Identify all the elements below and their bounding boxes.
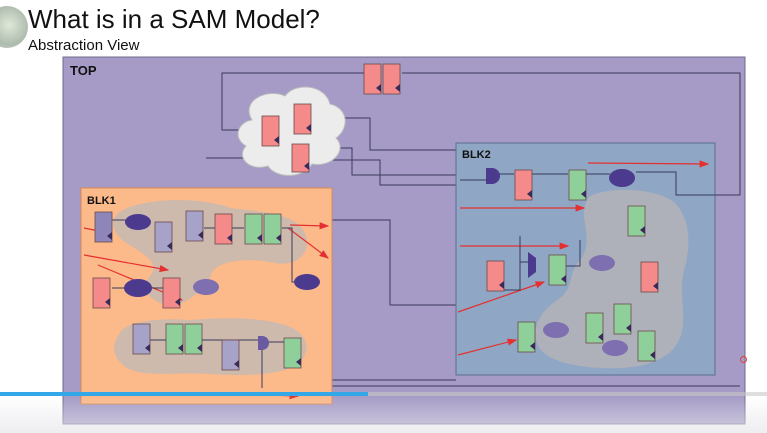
top-cloud <box>237 86 346 176</box>
seek-bar-track[interactable] <box>0 392 767 396</box>
mux-blk2 <box>528 252 536 278</box>
ff-blk1-4 <box>214 213 233 245</box>
cursor-marker <box>740 356 747 363</box>
ff-blk1-13 <box>283 337 302 369</box>
and-gate-blk2 <box>486 168 500 184</box>
ff-blk1-9 <box>132 323 151 355</box>
ff-blk1-7 <box>92 277 111 309</box>
ff-blk2-5 <box>548 254 567 286</box>
flip-flops <box>92 63 659 371</box>
ff-cloud-2 <box>293 103 312 135</box>
blk1-label: BLK1 <box>87 195 116 207</box>
ff-blk1-2 <box>154 221 173 253</box>
blk2-label: BLK2 <box>462 149 491 161</box>
ff-blk1-3 <box>185 210 204 242</box>
ff-blk1-1 <box>94 211 113 243</box>
top-label: TOP <box>70 63 97 78</box>
ff-blk1-5 <box>244 213 263 245</box>
ff-blk1-11 <box>184 323 203 355</box>
ff-blk1-10 <box>165 323 184 355</box>
ff-blk2-1 <box>514 169 533 201</box>
ff-blk2-8 <box>585 312 604 344</box>
ff-cloud-1 <box>261 115 280 147</box>
ff-blk1-12 <box>221 339 240 371</box>
slide-subtitle: Abstraction View <box>28 37 140 54</box>
ff-blk2-6 <box>640 261 659 293</box>
ff-cloud-3 <box>291 143 310 173</box>
ff-blk1-8 <box>162 277 181 309</box>
seek-bar-played[interactable] <box>0 392 369 396</box>
ff-blk2-9 <box>517 321 536 353</box>
video-controls <box>0 396 767 433</box>
ff-blk1-6 <box>263 213 282 245</box>
logic-gates <box>258 168 536 350</box>
ff-top-2 <box>382 63 401 95</box>
ff-blk2-4 <box>486 260 505 292</box>
ff-blk2-10 <box>637 330 656 362</box>
and-gate-blk1 <box>258 336 269 350</box>
blk2-gray-region <box>535 189 689 369</box>
clock-markers <box>105 84 658 368</box>
ff-blk2-7 <box>613 303 632 335</box>
ff-blk2-3 <box>627 205 646 237</box>
ff-top-1 <box>363 63 382 95</box>
logic-clouds <box>124 169 635 356</box>
ff-blk2-2 <box>568 169 587 201</box>
slide-title: What is in a SAM Model? <box>28 4 320 34</box>
